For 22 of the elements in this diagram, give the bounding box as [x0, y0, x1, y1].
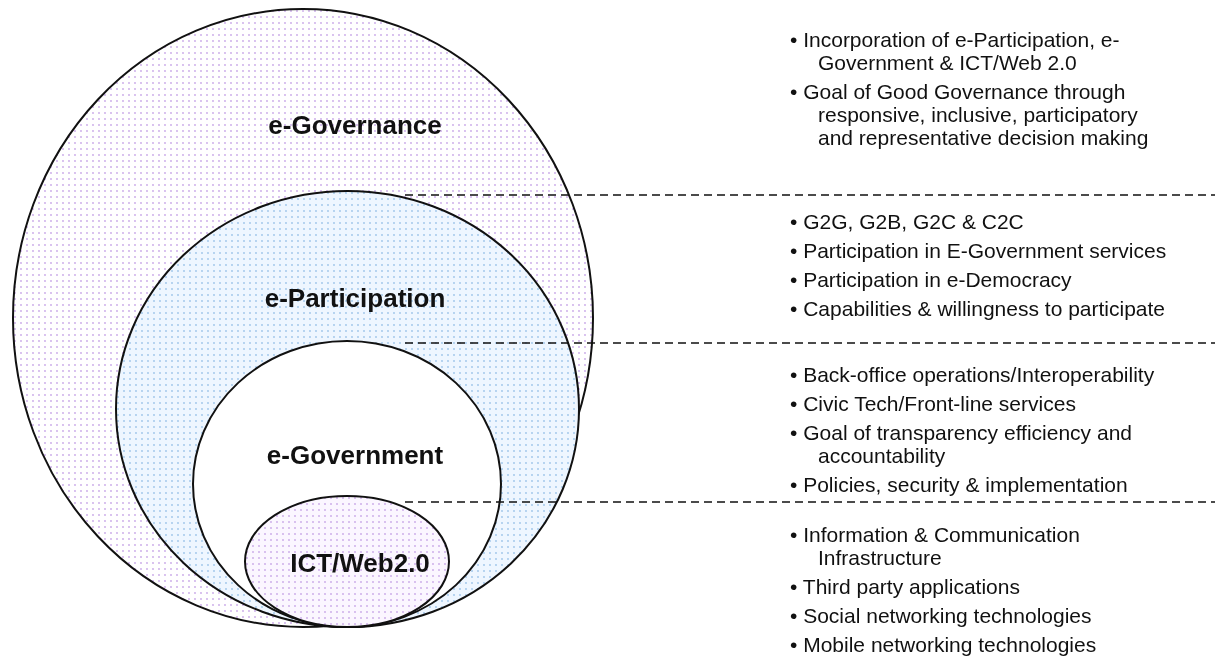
bullet-item: • Mobile networking technologies	[790, 633, 1098, 656]
bullet-item: • Goal of Good Governance through responsive, inclusive, participatory and representative decision making	[790, 80, 1150, 149]
region-title: e-Governance	[268, 109, 442, 141]
bullet-item: • Policies, security & implementation	[790, 473, 1129, 496]
bullet-item: • Information & Communication Infrastructure	[790, 523, 1081, 569]
bullet-item: • G2G, G2B, G2C & C2C	[790, 210, 1025, 233]
ellipse-region	[192, 340, 502, 628]
region-title: ICT/Web2.0	[290, 547, 430, 579]
ellipse-region	[12, 8, 594, 628]
bullet-item: • Civic Tech/Front-line services	[790, 392, 1077, 415]
bullet-item: • Third party applications	[790, 575, 1021, 598]
ellipse-region	[244, 495, 450, 628]
ellipse-region	[115, 190, 580, 628]
region-title: e-Participation	[264, 282, 446, 314]
bullet-item: • Social networking technologies	[790, 604, 1093, 627]
bullet-item: • Goal of transparency efficiency and accountability	[790, 421, 1133, 467]
bullet-item: • Participation in e-Democracy	[790, 268, 1073, 291]
bullet-item: • Participation in E-Government services	[790, 239, 1168, 262]
bullet-item: • Back-office operations/Interoperability	[790, 363, 1156, 386]
bullet-item: • Capabilities & willingness to participate	[790, 297, 1167, 320]
bullet-item: • Incorporation of e-Participation, e-Government & ICT/Web 2.0	[790, 28, 1121, 74]
region-title: e-Government	[266, 439, 444, 471]
